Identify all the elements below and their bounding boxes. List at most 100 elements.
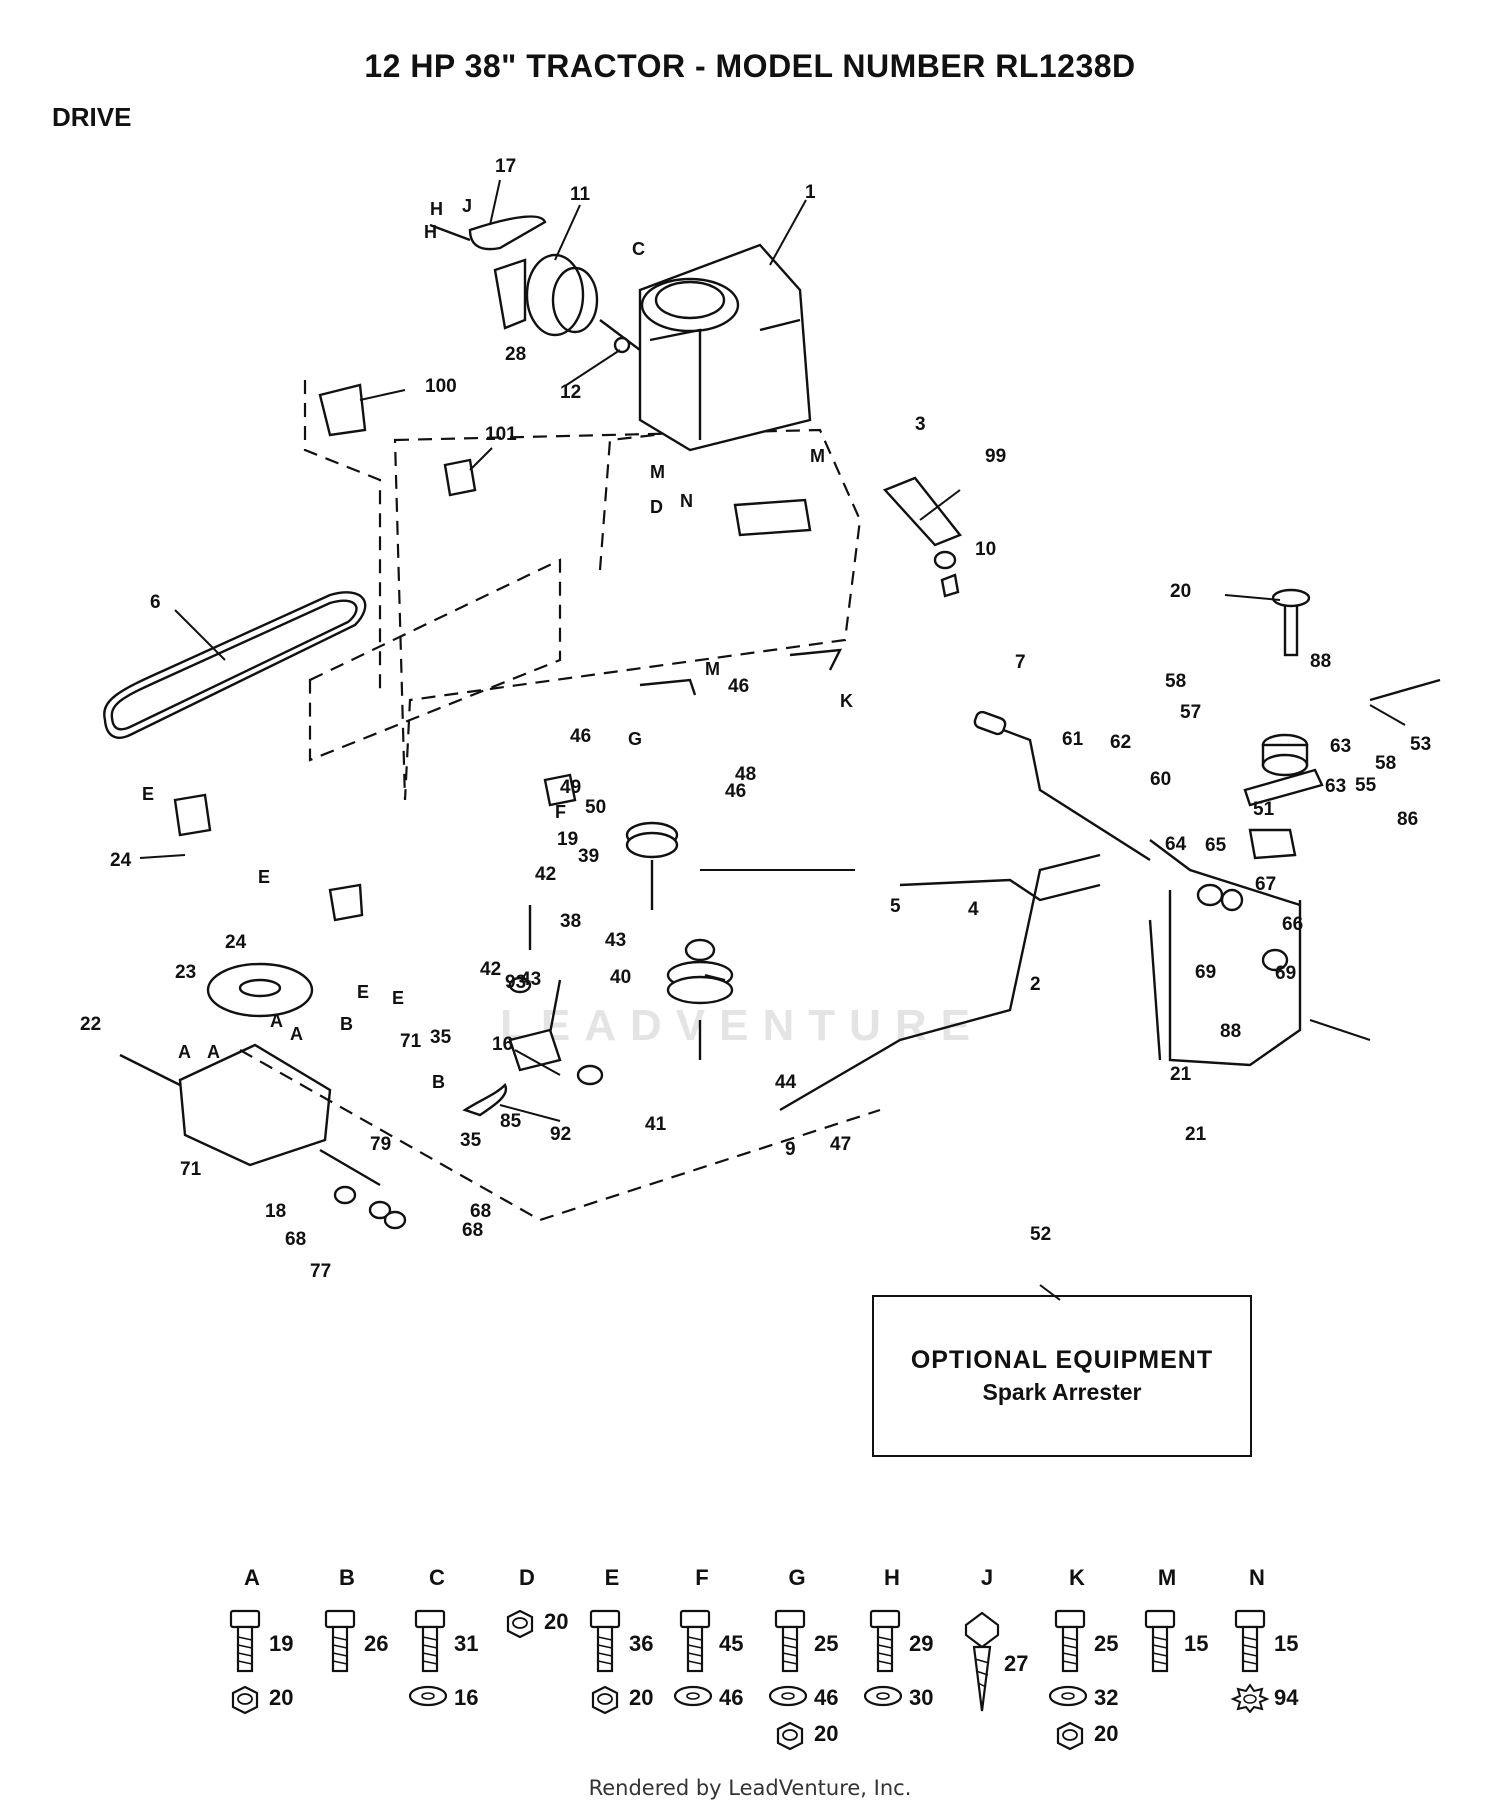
legend-part-number: 20 [269, 1685, 294, 1710]
part-callout: 11 [570, 184, 591, 205]
legend-letter: A [244, 1565, 260, 1590]
legend-part-number: 16 [454, 1685, 479, 1710]
part-callout: 92 [550, 1124, 571, 1145]
clutch-linkage [462, 905, 604, 1117]
reference-letter: M [810, 446, 825, 466]
optional-equipment-title: OPTIONAL EQUIPMENT [910, 1346, 1214, 1374]
legend-part-number: 20 [544, 1609, 569, 1634]
clutch-assembly [429, 215, 641, 354]
reference-letter: A [270, 1011, 283, 1031]
part-callout: 47 [830, 1134, 851, 1155]
part-callout: 21 [1185, 1124, 1207, 1145]
reference-letter: J [462, 196, 472, 216]
legend-letter: E [604, 1565, 620, 1590]
engine [638, 243, 812, 452]
part-callout: 58 [1375, 753, 1396, 774]
watermark-text: LEADVENTURE [500, 1001, 984, 1050]
part-callout: 40 [610, 967, 631, 988]
part-callout: 85 [500, 1111, 522, 1132]
part-callout: 100 [425, 376, 457, 397]
part-callout: 42 [535, 864, 556, 885]
diagram-title: 12 HP 38" TRACTOR - MODEL NUMBER RL1238D [364, 48, 1136, 84]
part-callout: 16 [492, 1034, 513, 1055]
legend-part-number: 45 [719, 1631, 744, 1656]
legend-part-number: 15 [1184, 1631, 1209, 1656]
part-callout: 22 [80, 1014, 101, 1035]
part-callout: 18 [265, 1201, 286, 1222]
part-callout: 67 [1255, 874, 1276, 895]
reference-letter: E [392, 988, 404, 1008]
legend-part-number: 20 [1094, 1721, 1119, 1746]
legend-column-f: F 45 46 [673, 1565, 785, 1765]
legend-column-h: H 29 30 [863, 1565, 975, 1765]
legend-part-number: 25 [814, 1631, 839, 1656]
optional-equipment-box: OPTIONAL EQUIPMENT Spark Arrester [872, 1295, 1252, 1457]
part-callout: 61 [1062, 729, 1084, 750]
legend-part-number: 20 [814, 1721, 839, 1746]
reference-letter: F [555, 802, 566, 822]
reference-letter: M [650, 462, 665, 482]
reference-letter: E [258, 867, 270, 887]
legend-letter: N [1249, 1565, 1265, 1590]
part-callout: 5 [890, 896, 901, 917]
part-callout: 66 [1282, 914, 1303, 935]
part-callout: 2 [1030, 974, 1041, 995]
part-callout: 79 [370, 1134, 391, 1155]
part-callout: 20 [1170, 581, 1191, 602]
part-callout: 21 [1170, 1064, 1192, 1085]
part-callout: 58 [1165, 671, 1186, 692]
part-callout: 17 [495, 156, 516, 177]
legend-part-number: 25 [1094, 1631, 1119, 1656]
legend-part-number: 32 [1094, 1685, 1119, 1710]
part-callout: 38 [560, 911, 581, 932]
optional-equipment-subtitle: Spark Arrester [982, 1379, 1142, 1405]
legend-part-number: 15 [1274, 1631, 1299, 1656]
part-callout: 48 [735, 764, 756, 785]
callout-layer: 1399101711281210010162424232271186877686… [80, 156, 1431, 1282]
legend-letter: H [884, 1565, 900, 1590]
part-callout: 64 [1165, 834, 1187, 855]
part-callout: 51 [1253, 799, 1275, 820]
legend-part-number: 46 [814, 1685, 839, 1710]
legend-part-number: 30 [909, 1685, 934, 1710]
part-callout: 86 [1397, 809, 1418, 830]
legend-part-number: 19 [269, 1631, 294, 1656]
legend-part-number: 46 [719, 1685, 744, 1710]
reference-letter: A [290, 1024, 303, 1044]
reference-letter: B [432, 1072, 445, 1092]
legend-letter: C [429, 1565, 445, 1590]
part-callout: 1 [805, 182, 816, 203]
part-callout: 77 [310, 1261, 331, 1282]
legend-column-n: N 15 94 [1230, 1565, 1340, 1765]
part-callout: 42 [480, 959, 501, 980]
reference-letter: G [628, 729, 642, 749]
part-callout: 101 [485, 424, 517, 445]
part-callout: 60 [1150, 769, 1171, 790]
part-callout: 52 [1030, 1224, 1051, 1245]
part-callout: 50 [585, 797, 606, 818]
part-callout: 63 [1325, 776, 1346, 797]
section-label: DRIVE [52, 102, 132, 132]
part-callout: 69 [1275, 963, 1296, 984]
part-callout: 41 [645, 1114, 667, 1135]
legend-letter: D [519, 1565, 535, 1590]
part-callout: 93 [505, 972, 526, 993]
control-rods [239, 678, 1441, 1222]
shift-assembly [1196, 588, 1324, 972]
reference-letter: E [142, 784, 154, 804]
legend-part-number: 20 [629, 1685, 654, 1710]
part-callout: 99 [985, 446, 1006, 467]
part-callout: 49 [560, 777, 581, 798]
part-callout: 68 [470, 1201, 491, 1222]
legend-part-number: 26 [364, 1631, 389, 1656]
legend-part-number: 94 [1274, 1685, 1299, 1710]
part-callout: 43 [520, 969, 541, 990]
part-callout: 7 [1015, 652, 1026, 673]
legend-part-number: 29 [909, 1631, 934, 1656]
legend-letter: F [695, 1565, 709, 1590]
